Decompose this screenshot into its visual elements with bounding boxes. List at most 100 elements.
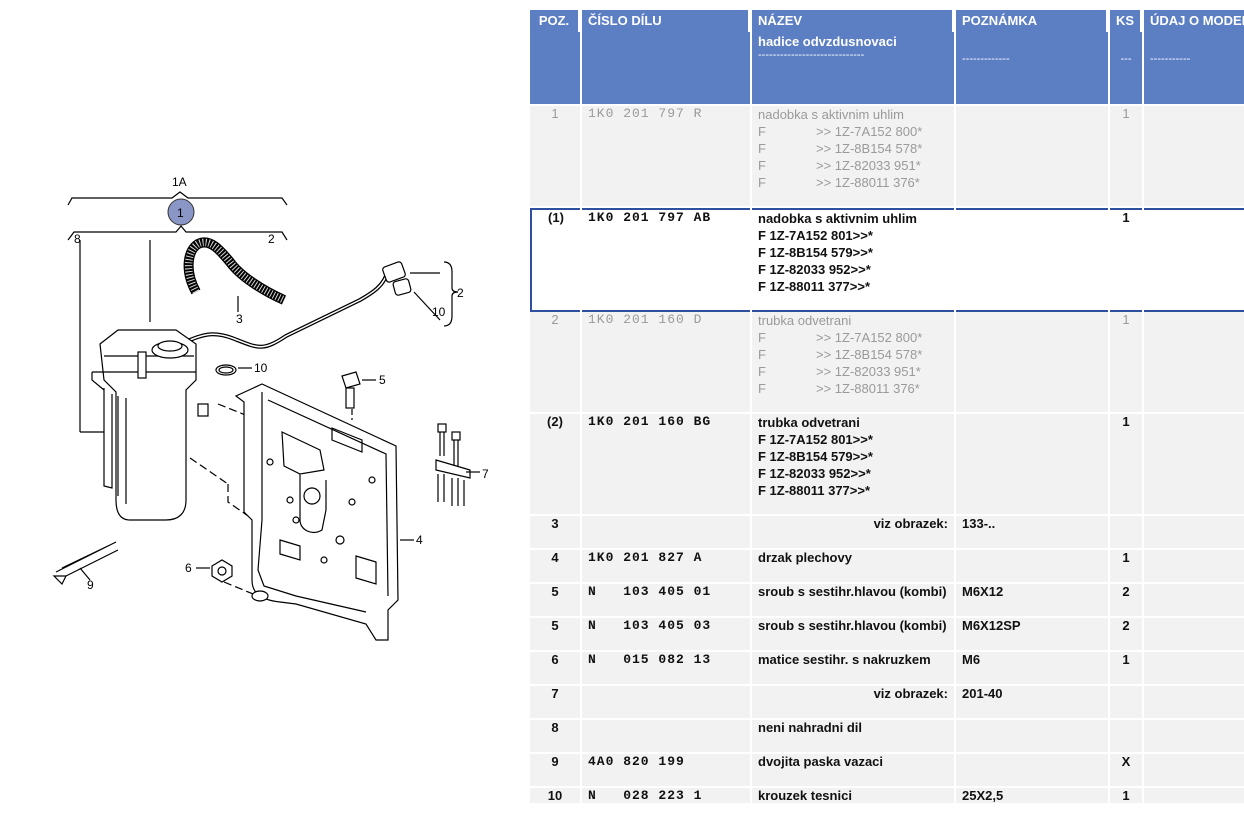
cell-pos: (1) [530,208,580,312]
cell-name: nadobka s aktivnim uhlim F 1Z-7A152 801>… [752,208,954,312]
col-header-note[interactable]: POZNÁMKA [956,10,1108,32]
callout-2-right: 2 [457,286,464,300]
group-title-underline: ----------------------------- [758,49,865,61]
cell-model [1144,312,1244,414]
parts-list-panel: POZ. ČÍSLO DÍLU NÁZEV POZNÁMKA KS ÚDAJ O… [530,10,1244,803]
cell-pos: 7 [530,686,580,720]
part-name: nadobka s aktivnim uhlim [758,211,917,226]
cell-pos: 10 [530,788,580,803]
callout-9: 9 [87,578,94,592]
cell-part-no: N 103 405 01 [582,584,750,618]
callout-10-right: 10 [432,305,446,319]
figure-link[interactable]: 201-40 [956,686,1108,720]
cell-pos: 5 [530,584,580,618]
col-header-name[interactable]: NÁZEV [752,10,954,32]
cell-pos: 5 [530,618,580,652]
qty-dash: --- [1120,53,1132,65]
cell-name: neni nahradni dil [752,720,954,754]
cell-part-no: N 015 082 13 [582,652,750,686]
figure-link[interactable]: 133-.. [956,516,1108,550]
cell-pos: 8 [530,720,580,754]
part-name: trubka odvetrani [758,415,860,430]
table-row[interactable]: 9 4A0 820 199 dvojita paska vazaci X [530,754,1244,788]
callout-5: 5 [379,373,386,387]
parts-table: POZ. ČÍSLO DÍLU NÁZEV POZNÁMKA KS ÚDAJ O… [530,10,1244,803]
cell-pos: 9 [530,754,580,788]
table-row-selected[interactable]: (1) 1K0 201 797 AB nadobka s aktivnim uh… [530,208,1244,312]
cell-note [956,208,1108,312]
cell-name: sroub s sestihr.hlavou (kombi) [752,584,954,618]
cell-qty: 1 [1110,106,1142,208]
col-header-qty[interactable]: KS [1110,10,1142,32]
cell-pos: 3 [530,516,580,550]
table-row[interactable]: 3 viz obrazek: 133-.. [530,516,1244,550]
cell-qty: 2 [1110,584,1142,618]
cell-part-no: 1K0 201 797 R [582,106,750,208]
group-title: hadice odvzdusnovaci [758,34,897,49]
cell-qty: 1 [1110,788,1142,803]
note-dash: ------------- [962,53,1010,65]
cell-name: nadobka s aktivnim uhlim F>> 1Z-7A152 80… [752,106,954,208]
cell-part-no: 1K0 201 797 AB [582,208,750,312]
callout-7: 7 [482,467,489,481]
cell-model [1144,208,1244,312]
cell-part-no [582,720,750,754]
cell-see-figure: viz obrazek: [752,686,954,720]
part-name: nadobka s aktivnim uhlim [758,107,904,122]
callout-6: 6 [185,561,192,575]
cell-qty: 1 [1110,652,1142,686]
cell-name: matice sestihr. s nakruzkem [752,652,954,686]
cell-see-figure: viz obrazek: [752,516,954,550]
table-row[interactable]: 7 viz obrazek: 201-40 [530,686,1244,720]
parts-diagram: 1 1A 2 8 3 2 10 10 5 7 4 6 9 [0,0,528,813]
callout-1a: 1A [172,175,187,189]
cell-qty: 2 [1110,618,1142,652]
cell-pos: (2) [530,414,580,516]
cell-note: M6X12 [956,584,1108,618]
table-row[interactable]: 6 N 015 082 13 matice sestihr. s nakruzk… [530,652,1244,686]
cell-note: M6 [956,652,1108,686]
cell-qty: 1 [1110,414,1142,516]
table-row[interactable]: 8 neni nahradni dil [530,720,1244,754]
cell-note [956,312,1108,414]
cell-part-no: 1K0 201 160 BG [582,414,750,516]
table-row[interactable]: 4 1K0 201 827 A drzak plechovy 1 [530,550,1244,584]
model-dash: ----------- [1150,53,1191,65]
cell-name: sroub s sestihr.hlavou (kombi) [752,618,954,652]
table-row[interactable]: 2 1K0 201 160 D trubka odvetrani F>> 1Z-… [530,312,1244,414]
cell-name: krouzek tesnici [752,788,954,803]
table-row[interactable]: 10 N 028 223 1 krouzek tesnici 25X2,5 1 [530,788,1244,803]
table-row[interactable]: 5 N 103 405 01 sroub s sestihr.hlavou (k… [530,584,1244,618]
cell-note [956,106,1108,208]
cell-note [956,754,1108,788]
cell-part-no: 1K0 201 160 D [582,312,750,414]
cell-qty: 1 [1110,208,1142,312]
cell-pos: 6 [530,652,580,686]
group-row: hadice odvzdusnovaci -------------------… [530,32,1244,106]
table-row[interactable]: 1 1K0 201 797 R nadobka s aktivnim uhlim… [530,106,1244,208]
callout-circle-label: 1 [177,206,184,220]
cell-model [1144,106,1244,208]
callout-circle[interactable] [167,198,195,226]
table-row[interactable]: 5 N 103 405 03 sroub s sestihr.hlavou (k… [530,618,1244,652]
cell-pos: 4 [530,550,580,584]
cell-model [1144,414,1244,516]
col-header-part-no[interactable]: ČÍSLO DÍLU [582,10,750,32]
cell-part-no: 1K0 201 827 A [582,550,750,584]
col-header-model[interactable]: ÚDAJ O MODELU [1144,10,1244,32]
cell-qty [1110,720,1142,754]
cell-pos: 2 [530,312,580,414]
col-header-pos[interactable]: POZ. [530,10,580,32]
cell-note: 25X2,5 [956,788,1108,803]
cell-name: trubka odvetrani F 1Z-7A152 801>>* F 1Z-… [752,414,954,516]
cell-note: M6X12SP [956,618,1108,652]
cell-part-no: N 103 405 03 [582,618,750,652]
cell-pos: 1 [530,106,580,208]
cell-note [956,414,1108,516]
table-row[interactable]: (2) 1K0 201 160 BG trubka odvetrani F 1Z… [530,414,1244,516]
table-header-row: POZ. ČÍSLO DÍLU NÁZEV POZNÁMKA KS ÚDAJ O… [530,10,1244,32]
callout-2-top: 2 [268,232,275,246]
cell-note [956,550,1108,584]
cell-name: dvojita paska vazaci [752,754,954,788]
callout-3: 3 [236,312,243,326]
